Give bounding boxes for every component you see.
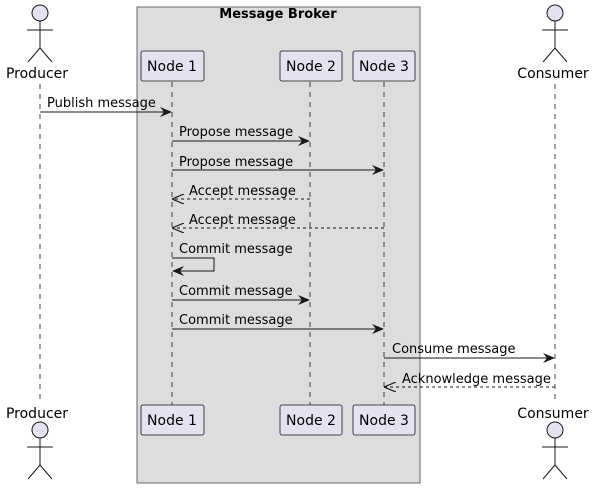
actor-consumer-bottom xyxy=(542,421,568,480)
group-title: Message Broker xyxy=(219,7,337,22)
message-label-4: Accept message xyxy=(189,184,296,199)
actor-producer-label-bottom: Producer xyxy=(6,406,68,422)
actor-consumer-top xyxy=(542,4,568,63)
message-label-7: Commit message xyxy=(179,284,293,299)
participant-node2-label-top: Node 2 xyxy=(286,59,336,75)
participant-node3-label-top: Node 3 xyxy=(359,59,409,75)
actor-consumer-label-top: Consumer xyxy=(517,66,589,82)
actor-producer-label-top: Producer xyxy=(6,66,68,82)
group-box xyxy=(136,6,421,484)
participant-node2-label-bottom: Node 2 xyxy=(286,413,336,429)
actor-producer-bottom xyxy=(27,421,53,480)
participant-node1-bottom xyxy=(140,404,205,436)
actor-producer-top xyxy=(27,4,53,63)
participant-node2-bottom xyxy=(279,404,343,436)
message-label-6: Commit message xyxy=(179,242,293,257)
message-label-5: Accept message xyxy=(189,213,296,228)
message-arrow-6 xyxy=(172,257,215,276)
actor-head-icon xyxy=(546,4,564,22)
actor-head-icon xyxy=(31,421,49,439)
message-label-3: Propose message xyxy=(179,155,293,170)
participant-node1-top xyxy=(140,50,205,82)
actor-consumer-label-bottom: Consumer xyxy=(517,406,589,422)
message-label-9: Consume message xyxy=(392,342,516,357)
lifelines xyxy=(39,82,556,405)
participant-node2-top xyxy=(279,50,343,82)
participant-node3-bottom xyxy=(352,404,416,436)
message-label-8: Commit message xyxy=(179,313,293,328)
message-label-1: Publish message xyxy=(47,96,156,111)
actor-head-icon xyxy=(546,421,564,439)
participant-node1-label-top: Node 1 xyxy=(147,59,197,75)
message-label-2: Propose message xyxy=(179,125,293,140)
participant-node3-label-bottom: Node 3 xyxy=(359,413,409,429)
message-label-10: Acknowledge message xyxy=(402,372,551,387)
participant-node3-top xyxy=(352,50,416,82)
participant-node1-label-bottom: Node 1 xyxy=(147,413,197,429)
actor-head-icon xyxy=(31,4,49,22)
